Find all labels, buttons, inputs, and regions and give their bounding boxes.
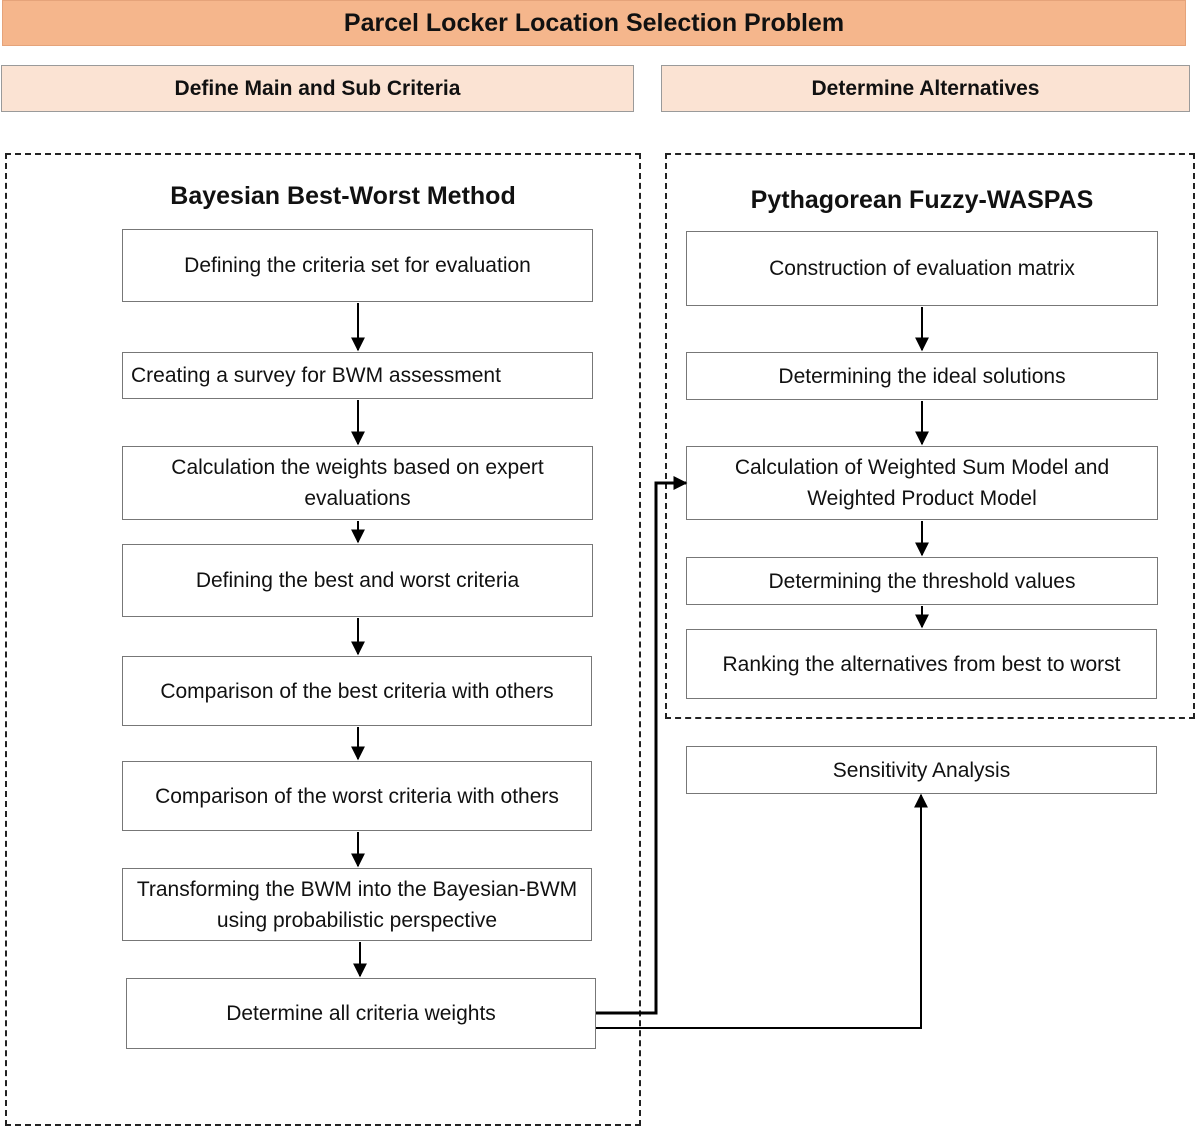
waspas-step-evaluation-matrix: Construction of evaluation matrix <box>686 231 1158 306</box>
bwm-step-create-survey: Creating a survey for BWM assessment <box>122 352 593 399</box>
bwm-step-compare-worst: Comparison of the worst criteria with ot… <box>122 761 592 831</box>
bwm-step-determine-weights: Determine all criteria weights <box>126 978 596 1049</box>
criteria-header-label: Define Main and Sub Criteria <box>174 76 461 100</box>
bwm-step-label: Transforming the BWM into the Bayesian-B… <box>136 877 578 932</box>
bwm-step-compare-best: Comparison of the best criteria with oth… <box>122 656 592 726</box>
bwm-step-transform: Transforming the BWM into the Bayesian-B… <box>122 868 592 941</box>
bwm-step-label: Defining the criteria set for evaluation <box>184 254 531 277</box>
bwm-step-best-worst: Defining the best and worst criteria <box>122 544 593 617</box>
waspas-step-label: Construction of evaluation matrix <box>769 257 1075 280</box>
bwm-step-define-criteria: Defining the criteria set for evaluation <box>122 229 593 302</box>
waspas-step-ideal-solutions: Determining the ideal solutions <box>686 352 1158 400</box>
waspas-step-label: Determining the threshold values <box>768 569 1076 593</box>
waspas-step-label: Determining the ideal solutions <box>778 364 1066 388</box>
bwm-step-label: Comparison of the worst criteria with ot… <box>155 784 559 808</box>
waspas-step-label: Ranking the alternatives from best to wo… <box>722 652 1121 676</box>
bwm-step-calculate-weights: Calculation the weights based on expert … <box>122 446 593 520</box>
waspas-step-wsm-wpm: Calculation of Weighted Sum Model and We… <box>686 446 1158 520</box>
bwm-step-label: Calculation the weights based on expert … <box>171 456 544 510</box>
main-title: Parcel Locker Location Selection Problem <box>343 8 845 37</box>
waspas-step-threshold: Determining the threshold values <box>686 557 1158 605</box>
alternatives-header: Determine Alternatives <box>661 65 1190 112</box>
bwm-step-label: Defining the best and worst criteria <box>195 569 520 592</box>
bwm-title: Bayesian Best-Worst Method <box>170 182 516 210</box>
alternatives-header-label: Determine Alternatives <box>811 76 1040 100</box>
main-title-banner: Parcel Locker Location Selection Problem <box>2 0 1186 46</box>
criteria-header: Define Main and Sub Criteria <box>1 65 634 112</box>
sensitivity-analysis-box: Sensitivity Analysis <box>686 746 1157 794</box>
waspas-container <box>665 153 1195 719</box>
bwm-step-label: Comparison of the best criteria with oth… <box>160 679 554 703</box>
sensitivity-analysis-label: Sensitivity Analysis <box>832 758 1011 782</box>
bwm-step-label: Determine all criteria weights <box>226 1002 496 1025</box>
weights-to-sensitivity-connector <box>596 793 928 1029</box>
waspas-step-label: Calculation of Weighted Sum Model and We… <box>734 456 1110 510</box>
waspas-step-ranking: Ranking the alternatives from best to wo… <box>686 629 1157 699</box>
bwm-step-label: Creating a survey for BWM assessment <box>131 364 501 387</box>
waspas-title: Pythagorean Fuzzy-WASPAS <box>750 186 1094 214</box>
